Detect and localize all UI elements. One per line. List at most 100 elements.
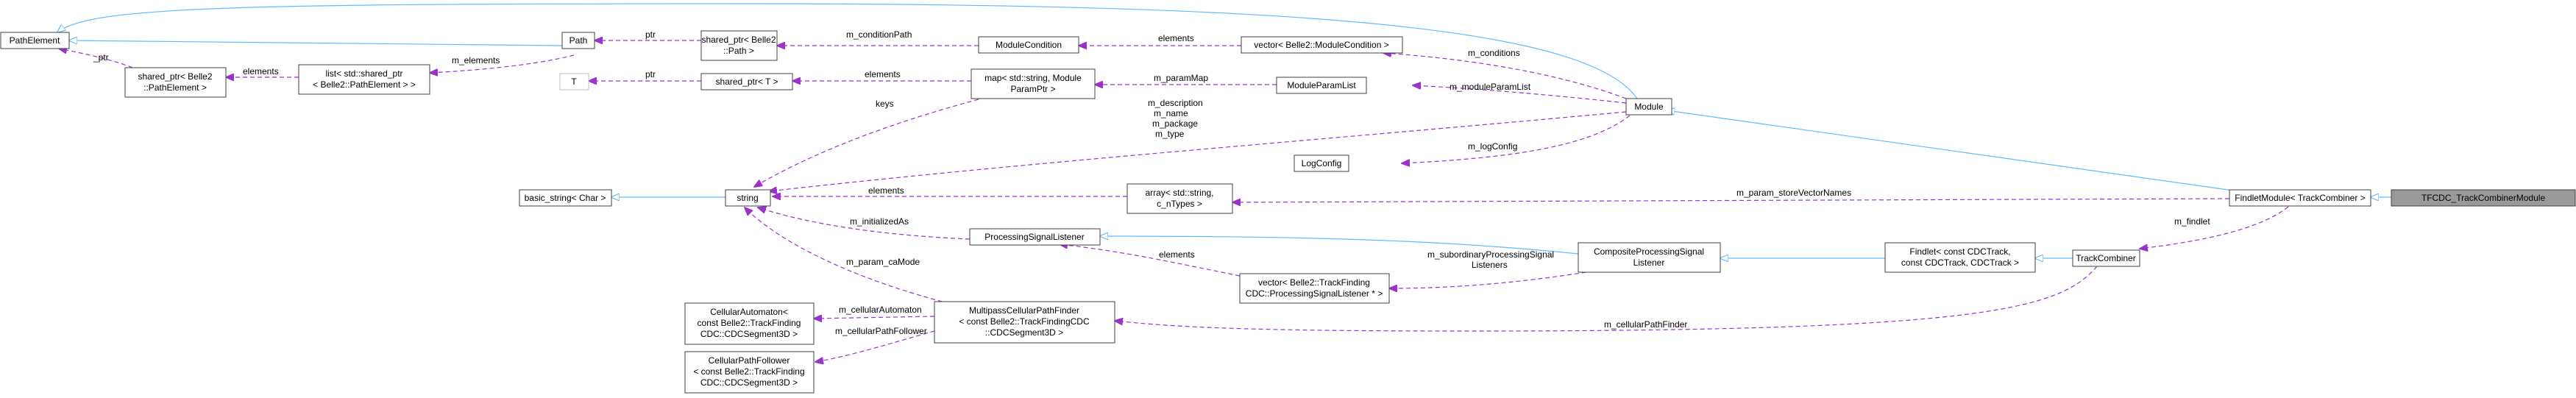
edge-label-m-param-store: m_param_storeVectorNames [1736, 188, 1851, 198]
edge-labels: _ptr elements m_elements ptr m_condition… [93, 29, 2210, 336]
edge-label-m-subordinary-0: m_subordinaryProcessingSignal [1427, 249, 1554, 260]
node-label: PathElement [10, 35, 60, 46]
node-label: T [571, 77, 577, 87]
node-track-combiner[interactable]: TrackCombiner [2072, 249, 2140, 267]
node-label: c_nTypes > [1157, 199, 1202, 209]
edge-usage-m-module-param-list [1413, 85, 1627, 104]
node-log-config[interactable]: LogConfig [1294, 154, 1349, 172]
node-label: TrackCombiner [2076, 253, 2136, 263]
node-tfcdc-module[interactable]: TFCDC_TrackCombinerModule [2391, 189, 2576, 207]
node-label: Findlet< const CDCTrack, [1909, 246, 2010, 257]
edge-label-m-condition-path: m_conditionPath [846, 29, 912, 40]
edge-label-elements2: elements [1158, 33, 1194, 43]
node-path[interactable]: Path [561, 32, 595, 49]
node-label: ::CDCSegment3D > [985, 327, 1063, 338]
edge-label-elements3: elements [865, 69, 901, 79]
node-t-param[interactable]: T [559, 73, 589, 90]
node-multipass-finder[interactable]: MultipassCellularPathFinder < const Bell… [934, 301, 1115, 344]
edge-usage-ptr1 [59, 49, 133, 68]
edge-usage-m-cellular-path-finder [1115, 266, 2098, 332]
edge-label-elements5: elements [1159, 249, 1195, 260]
edge-label-m-elements: m_elements [452, 55, 500, 65]
node-module[interactable]: Module [1625, 98, 1672, 116]
edge-usage-elements5 [1060, 244, 1241, 277]
edge-usage-m-param-store [1232, 198, 2230, 202]
node-label: vector< Belle2::TrackFinding [1258, 277, 1370, 288]
node-label: MultipassCellularPathFinder [969, 305, 1079, 316]
node-label: CDC::CDCSegment3D > [700, 329, 798, 339]
node-map-param[interactable]: map< std::string, Module ParamPtr > [971, 68, 1096, 99]
node-label: LogConfig [1302, 158, 1342, 168]
edge-label-m-cellular-path-follower: m_cellularPathFollower [835, 326, 927, 336]
node-label: const CDCTrack, CDCTrack > [1901, 257, 2019, 268]
edge-label-ptr3: ptr [645, 69, 656, 79]
node-label: TFCDC_TrackCombinerModule [2421, 193, 2546, 203]
node-label: string [737, 193, 758, 203]
node-label: ::Path > [723, 46, 754, 56]
edge-label-m-param-map: m_paramMap [1154, 73, 1208, 83]
node-label: CellularAutomaton< [710, 307, 788, 317]
node-label: Module [1634, 102, 1664, 112]
node-array-string[interactable]: array< std::string, c_nTypes > [1126, 183, 1233, 214]
edge-label-keys: keys [876, 99, 894, 109]
node-label: basic_string< Char > [525, 193, 606, 203]
node-label: Listener [1633, 257, 1665, 268]
edge-label-m-log-config: m_logConfig [1468, 141, 1517, 152]
node-basic-string[interactable]: basic_string< Char > [519, 189, 612, 207]
node-label: Path [570, 35, 588, 46]
node-shared-ptr-path[interactable]: shared_ptr< Belle2 ::Path > [700, 30, 778, 61]
edge-label-module-string-3: m_type [1155, 129, 1185, 139]
edge-label-m-findlet: m_findlet [2174, 216, 2210, 227]
node-label: const Belle2::TrackFinding [698, 318, 801, 328]
node-label: vector< Belle2::ModuleCondition > [1254, 40, 1388, 50]
node-label: CDC::CDCSegment3D > [700, 377, 798, 388]
edge-label-m-module-param-list: m_moduleParamList [1450, 82, 1531, 92]
edge-label-ptr1: _ptr [93, 52, 109, 63]
node-module-condition[interactable]: ModuleCondition [978, 36, 1079, 54]
node-processing-signal-listener[interactable]: ProcessingSignalListener [969, 228, 1101, 246]
edge-label-elements1: elements [243, 66, 279, 77]
node-label: shared_ptr< Belle2 [138, 71, 212, 82]
node-findlet-cdctrack[interactable]: Findlet< const CDCTrack, const CDCTrack,… [1884, 242, 2036, 273]
node-label: list< std::shared_ptr [325, 68, 402, 79]
edge-path-inherits-pathelement [69, 40, 563, 46]
edge-label-m-initialized-as: m_initializedAs [850, 216, 909, 227]
node-module-param-list[interactable]: ModuleParamList [1276, 77, 1367, 94]
node-label: < const Belle2::TrackFinding [693, 366, 804, 377]
node-shared-ptr-t[interactable]: shared_ptr< T > [700, 73, 793, 90]
node-cellular-automaton[interactable]: CellularAutomaton< const Belle2::TrackFi… [684, 302, 815, 345]
node-label: FindletModule< TrackCombiner > [2235, 193, 2365, 203]
node-cellular-path-follower[interactable]: CellularPathFollower < const Belle2::Tra… [684, 351, 815, 394]
nodes: PathElement shared_ptr< Belle2 ::PathEle… [0, 30, 2576, 394]
edge-usage-module-strings [769, 111, 1627, 191]
edge-usage-m-elements [430, 54, 575, 73]
edge-usage-m-param-ca-mode [745, 207, 957, 306]
edge-usage-m-cellular-path-follower [815, 328, 943, 362]
node-label: CDC::ProcessingSignalListener * > [1246, 288, 1383, 299]
edge-label-module-string-1: m_name [1154, 108, 1188, 118]
edge-label-ptr2: ptr [645, 29, 656, 40]
edge-label-m-cellular-path-finder: m_cellularPathFinder [1604, 319, 1687, 330]
node-label: shared_ptr< Belle2 [701, 35, 776, 45]
node-label: ModuleCondition [996, 40, 1062, 50]
edge-usage-m-initialized-as [758, 207, 971, 240]
node-label: shared_ptr< T > [716, 77, 778, 87]
node-vector-module-condition[interactable]: vector< Belle2::ModuleCondition > [1241, 36, 1403, 54]
node-label: ::PathElement > [143, 82, 207, 93]
node-label: ParamPtr > [1010, 84, 1055, 94]
edge-usage-m-findlet [2140, 206, 2289, 249]
node-findlet-module[interactable]: FindletModule< TrackCombiner > [2229, 189, 2371, 207]
node-shared-ptr-pathelement[interactable]: shared_ptr< Belle2 ::PathElement > [124, 67, 227, 98]
node-string[interactable]: string [725, 189, 771, 207]
edge-usage-keys [754, 99, 979, 187]
node-label: ModuleParamList [1287, 80, 1356, 90]
node-composite-listener[interactable]: CompositeProcessingSignal Listener [1578, 242, 1721, 273]
node-list-shared-ptr[interactable]: list< std::shared_ptr < Belle2::PathElem… [298, 64, 430, 95]
node-vector-listener[interactable]: vector< Belle2::TrackFinding CDC::Proces… [1239, 273, 1390, 304]
edge-label-elements4: elements [868, 185, 904, 196]
edge-findletmodule-inherits-module [1667, 110, 2234, 191]
node-path-element[interactable]: PathElement [0, 32, 70, 49]
node-label: < Belle2::PathElement > > [313, 79, 416, 90]
edges [57, 3, 2391, 362]
